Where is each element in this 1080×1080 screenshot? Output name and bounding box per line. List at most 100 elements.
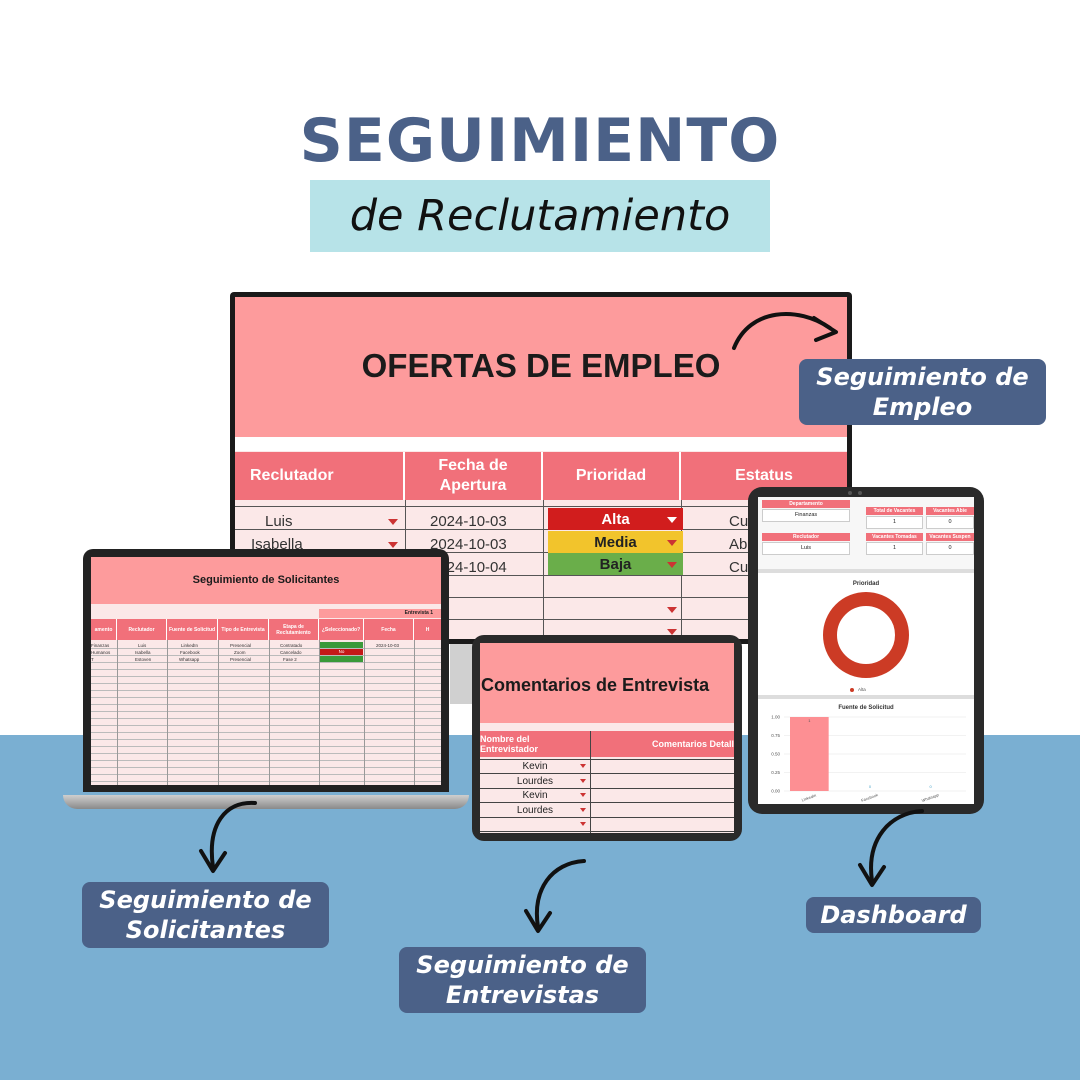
grid-line: [91, 725, 441, 726]
bar: [790, 717, 829, 791]
col-fecha: Fecha: [364, 619, 414, 640]
status-cell[interactable]: Cu: [729, 558, 749, 576]
priority-cell-baja[interactable]: Baja: [548, 553, 683, 575]
selected-yes[interactable]: [320, 656, 363, 662]
grid-line: [91, 739, 441, 740]
kpi-label: Vacantes Suspen: [926, 533, 974, 541]
filter-department[interactable]: Finanzas: [762, 509, 850, 522]
selected-no[interactable]: No: [320, 649, 363, 655]
dropdown-icon[interactable]: [667, 562, 677, 568]
grid-line: [269, 640, 270, 785]
cell: Zoom: [234, 650, 246, 655]
grid-line: [319, 640, 320, 785]
laptop-screen: Seguimiento de Solicitantes Entrevista 1…: [91, 557, 441, 785]
laptop-base: [63, 795, 469, 809]
recruiter-cell[interactable]: Luis: [265, 512, 293, 530]
grid-line: [91, 697, 441, 698]
dropdown-icon[interactable]: [580, 808, 586, 812]
dropdown-icon[interactable]: [667, 607, 677, 613]
bar-chart-title: Fuente de Solicitud: [838, 705, 894, 711]
col-prioridad: Prioridad: [543, 452, 681, 500]
col-entrevistador: Nombre del Entrevistador: [480, 731, 590, 757]
group-header: Entrevista 1: [319, 609, 441, 618]
interviewer-cell[interactable]: Lourdes: [516, 775, 554, 787]
cell: Presencial: [230, 657, 252, 662]
grid-line: [414, 640, 415, 785]
kpi-label: Vacantes Tomadas: [866, 533, 923, 541]
cell: Contratado: [280, 643, 303, 648]
grid-line: [91, 746, 441, 747]
cell: Whatsapp: [179, 657, 200, 662]
status-cell[interactable]: Cu: [729, 512, 749, 530]
col-reclutador: Reclutador: [117, 619, 167, 640]
dropdown-icon[interactable]: [667, 517, 677, 523]
tablet-interviews-device: e Comentarios de Entrevista Nombre del E…: [472, 635, 742, 841]
cell: 2024-10-03: [376, 643, 400, 648]
dashboard-screen: Departamento Finanzas Reclutador Luis To…: [758, 497, 974, 804]
status-cell[interactable]: Ab: [729, 535, 748, 553]
y-tick-label: 0.25: [771, 770, 780, 775]
col-seleccionado: ¿Seleccionado?: [319, 619, 364, 640]
kpi-value: 1: [866, 516, 923, 529]
label-seguimiento-solicitantes: Seguimiento de Solicitantes: [82, 882, 329, 948]
dropdown-icon[interactable]: [580, 779, 586, 783]
kpi-value: 0: [926, 516, 974, 529]
col-departamento: amento: [91, 619, 117, 640]
tablet-dashboard-device: Departamento Finanzas Reclutador Luis To…: [748, 487, 984, 814]
kpi-value: 0: [926, 542, 974, 555]
filter-label: Departamento: [762, 500, 850, 508]
grid-line: [364, 640, 365, 785]
col-h: H: [414, 619, 441, 640]
cell: Humanos: [91, 650, 111, 655]
cell: Presencial: [230, 643, 252, 648]
grid-line: [91, 648, 441, 649]
grid-line: [91, 760, 441, 761]
arrow-icon: [732, 312, 838, 350]
priority-cell-media[interactable]: Media: [548, 531, 683, 553]
cell: Estoven: [135, 657, 152, 662]
dropdown-icon[interactable]: [388, 542, 398, 548]
interviewer-cell[interactable]: Lourdes: [516, 804, 554, 816]
dropdown-icon[interactable]: [580, 822, 586, 826]
interview-sheet-title: e Comentarios de Entrevista: [480, 675, 710, 695]
dropdown-icon[interactable]: [580, 764, 586, 768]
cell: Finanzas: [91, 643, 110, 648]
col-reclutador: Reclutador: [235, 452, 405, 500]
arrow-icon: [199, 800, 257, 873]
selected-yes[interactable]: [320, 642, 363, 648]
label-dashboard: Dashboard: [806, 897, 981, 933]
priority-cell-alta[interactable]: Alta: [548, 508, 683, 530]
kpi-label: Total de Vacantes: [866, 507, 923, 515]
arrow-icon: [858, 809, 924, 887]
y-tick-label: 0.00: [771, 789, 780, 794]
interviewer-cell[interactable]: Kevin: [522, 760, 548, 772]
donut-title: Prioridad: [852, 581, 880, 587]
dropdown-icon[interactable]: [667, 540, 677, 546]
dropdown-icon[interactable]: [667, 629, 677, 635]
x-tick-label: Facebook: [860, 792, 878, 803]
cell: Cancelado: [280, 650, 302, 655]
dropdown-icon[interactable]: [580, 793, 586, 797]
recruiter-cell[interactable]: Isabella: [251, 535, 303, 553]
grid-line: [91, 774, 441, 775]
filter-label: Reclutador: [762, 533, 850, 541]
data-label: 0: [869, 784, 872, 789]
arrow-icon: [524, 859, 586, 933]
dropdown-icon[interactable]: [388, 519, 398, 525]
date-cell: 2024-10-04: [430, 558, 507, 576]
tablet-interviews-screen: e Comentarios de Entrevista Nombre del E…: [480, 643, 734, 833]
donut-slice: [823, 592, 909, 678]
grid-line: [91, 669, 441, 670]
interviewer-cell[interactable]: Kevin: [522, 789, 548, 801]
cell: Luis: [138, 643, 147, 648]
grid-line: [91, 718, 441, 719]
data-label: 1: [808, 718, 811, 723]
cell: LinkedIn: [181, 643, 199, 648]
col-fecha: Fecha de Apertura: [405, 452, 543, 500]
cell: Fase 2: [283, 657, 297, 662]
filter-recruiter[interactable]: Luis: [762, 542, 850, 555]
grid-line: [167, 640, 168, 785]
grid-line: [91, 732, 441, 733]
x-tick-label: Whatsapp: [921, 792, 940, 803]
page-title: SEGUIMIENTO: [299, 106, 781, 176]
